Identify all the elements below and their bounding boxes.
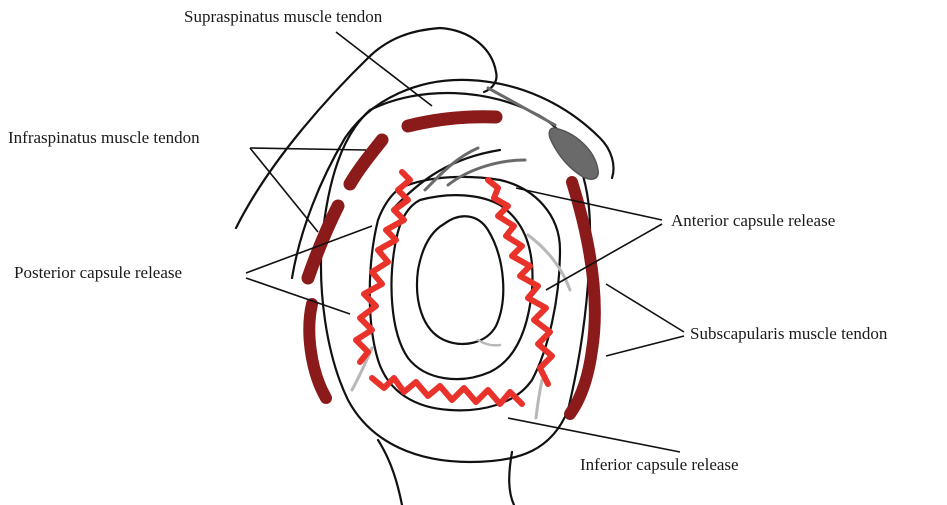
acromion-outline	[236, 28, 497, 228]
leader-supraspinatus	[336, 32, 432, 106]
supraspinatus-tendon	[408, 117, 496, 126]
capsule-releases	[356, 172, 552, 404]
infraspinatus-tendon-lower	[308, 206, 338, 278]
label-anterior-release: Anterior capsule release	[671, 211, 835, 230]
leader-inferior	[508, 418, 680, 452]
coracoid-blob	[549, 128, 598, 179]
label-inferior-release: Inferior capsule release	[580, 455, 739, 474]
inferior-capsule-release	[372, 378, 522, 404]
gray-lower-right	[536, 380, 542, 418]
glenoid-outer-outline	[321, 93, 590, 462]
label-subscapularis: Subscapularis muscle tendon	[690, 324, 888, 343]
leader-subscapularis-a	[606, 284, 684, 332]
label-infraspinatus: Infraspinatus muscle tendon	[8, 128, 200, 147]
neck-left-outline	[378, 440, 402, 505]
label-supraspinatus: Supraspinatus muscle tendon	[184, 7, 383, 26]
leader-subscapularis-b	[606, 336, 684, 356]
leader-infraspinatus-b	[250, 148, 318, 232]
humeral-head-inner-outline	[417, 216, 503, 344]
label-posterior-release: Posterior capsule release	[14, 263, 182, 282]
leader-anterior-b	[546, 224, 662, 290]
leader-infraspinatus-a	[250, 148, 366, 150]
infraspinatus-tendon-upper	[350, 140, 382, 184]
subscapularis-tendon-left	[309, 304, 326, 398]
tendons	[308, 117, 595, 414]
labels: Supraspinatus muscle tendon Infraspinatu…	[8, 7, 888, 474]
outer-arch-outline	[292, 80, 614, 278]
neck-right-outline	[509, 452, 514, 505]
gray-center-bottom	[478, 340, 500, 345]
leader-posterior-b	[246, 278, 350, 314]
